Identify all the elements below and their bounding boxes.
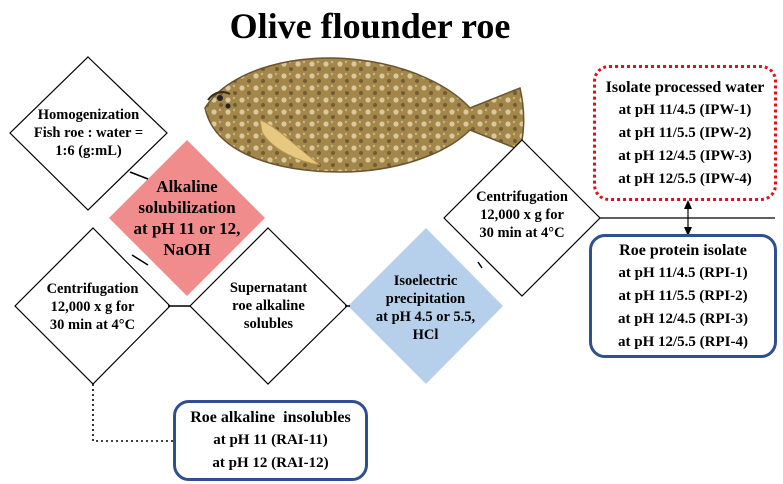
ipw-box: Isolate processed water at pH 11/4.5 (IP… bbox=[593, 65, 777, 201]
ipw-item: at pH 11/4.5 (IPW-1) bbox=[619, 99, 752, 122]
ipw-item: at pH 12/5.5 (IPW-4) bbox=[618, 168, 752, 191]
ipw-heading: Isolate processed water bbox=[606, 76, 765, 99]
supernatant-label: Supernatant roe alkaline solubles bbox=[190, 273, 347, 339]
rpi-heading: Roe protein isolate bbox=[619, 239, 747, 262]
rpi-item: at pH 12/5.5 (RPI-4) bbox=[618, 331, 748, 354]
ipw-item: at pH 12/4.5 (IPW-3) bbox=[618, 145, 752, 168]
homogenization-label: Homogenization Fish roe : water = 1:6 (g… bbox=[10, 100, 167, 166]
rai-item: at pH 12 (RAI-12) bbox=[212, 452, 328, 475]
rpi-item: at pH 11/4.5 (RPI-1) bbox=[618, 262, 747, 285]
rpi-box: Roe protein isolate at pH 11/4.5 (RPI-1)… bbox=[589, 234, 777, 358]
rpi-item: at pH 12/4.5 (RPI-3) bbox=[618, 308, 748, 331]
alkaline-label: Alkaline solubilization at pH 11 or 12, … bbox=[109, 176, 265, 260]
rai-box: Roe alkaline insolubles at pH 11 (RAI-11… bbox=[173, 400, 368, 481]
rpi-item: at pH 11/5.5 (RPI-2) bbox=[618, 285, 747, 308]
rai-heading: Roe alkaline insolubles bbox=[190, 406, 350, 429]
flounder-image bbox=[205, 58, 524, 172]
isoelectric-label: Isoelectric precipitation at pH 4.5 or 5… bbox=[348, 268, 503, 348]
ipw-item: at pH 11/5.5 (IPW-2) bbox=[619, 122, 752, 145]
rai-item: at pH 11 (RAI-11) bbox=[213, 429, 328, 452]
centrifugation-left-label: Centrifugation 12,000 x g for 30 min at … bbox=[15, 274, 170, 340]
centrifugation-right-label: Centrifugation 12,000 x g for 30 min at … bbox=[444, 182, 600, 248]
